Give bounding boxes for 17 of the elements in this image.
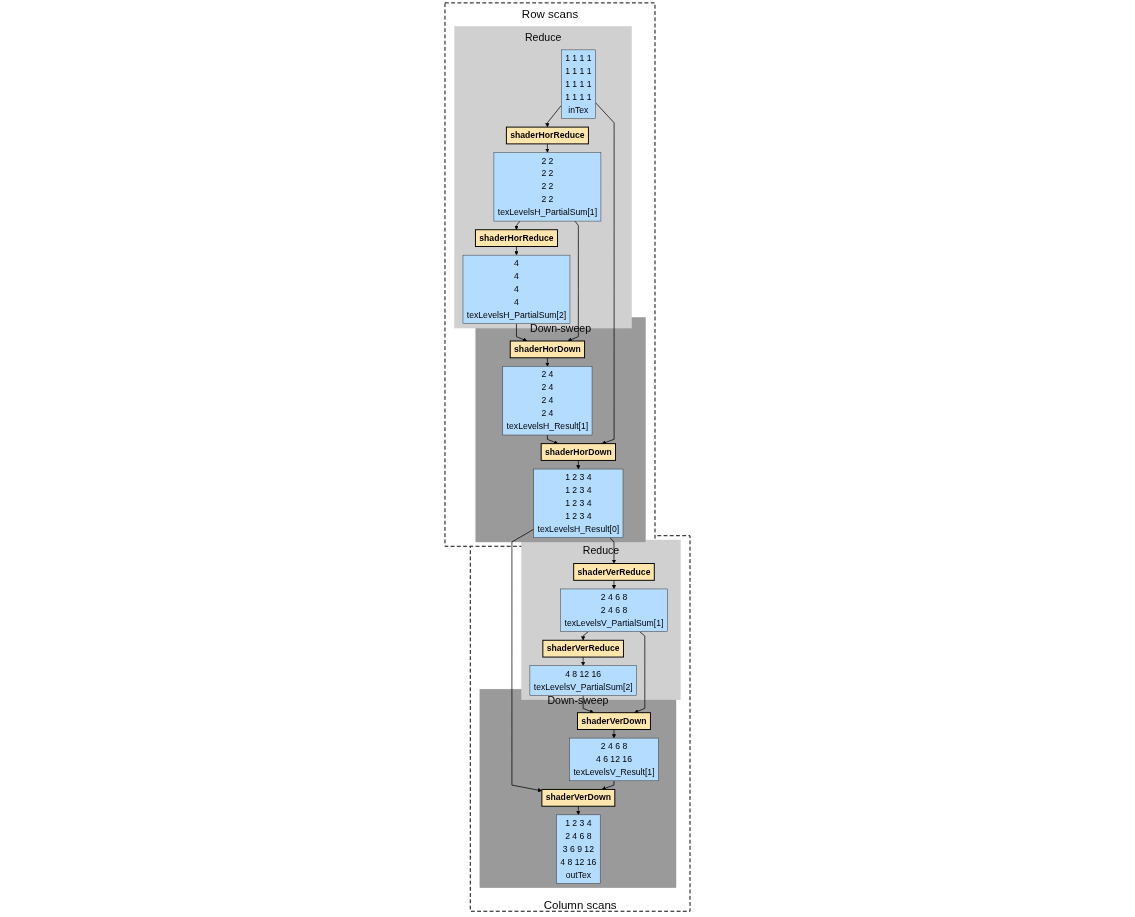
node-box: shaderHorDown	[540, 443, 616, 461]
node-box: 2 4 6 8 4 6 12 16 texLevelsV_Result[1]	[569, 737, 659, 782]
node-box: 4 8 12 16 texLevelsV_PartialSum[2]	[529, 665, 637, 696]
node-box: 2 2 2 2 2 2 2 2 texLevelsH_PartialSum[1]	[493, 152, 602, 222]
node-box: 4 4 4 4 texLevelsH_PartialSum[2]	[462, 254, 571, 324]
node-box: 2 4 6 8 2 4 6 8 texLevelsV_PartialSum[1]	[560, 588, 668, 632]
node-box: shaderVerReduce	[542, 639, 624, 658]
node-box: shaderVerReduce	[573, 563, 655, 581]
node-box: shaderVerDown	[541, 788, 616, 807]
node-box: 1 2 3 4 1 2 3 4 1 2 3 4 1 2 3 4 texLevelsH_Result[0]	[533, 468, 624, 538]
node-box: shaderHorReduce	[505, 126, 589, 145]
node-box: 2 4 2 4 2 4 2 4 texLevelsH_Result[1]	[502, 366, 593, 436]
node-box: shaderHorReduce	[474, 229, 558, 247]
node-box: shaderVerDown	[577, 712, 651, 730]
node-box: 1 2 3 4 2 4 6 8 3 6 9 12 4 8 12 16 outTex	[556, 814, 601, 884]
node-box: 1 1 1 1 1 1 1 1 1 1 1 1 1 1 1 1 inTex	[561, 49, 596, 119]
node-box: shaderHorDown	[509, 340, 586, 359]
